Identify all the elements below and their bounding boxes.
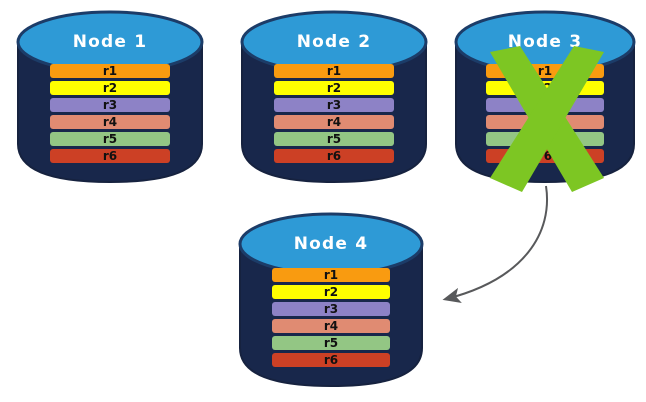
node-2-row-r6[interactable]: r6 xyxy=(274,149,394,163)
row-label: r4 xyxy=(326,115,342,129)
row-label: r4 xyxy=(323,319,339,333)
row-label: r6 xyxy=(323,353,339,367)
node-2-row-r3[interactable]: r3 xyxy=(274,98,394,112)
node-2-row-r5[interactable]: r5 xyxy=(274,132,394,146)
node-4[interactable]: Node 4 r1 r2 r3 r4 r5 r6 xyxy=(236,208,426,390)
row-label: r2 xyxy=(102,81,118,95)
row-label: r1 xyxy=(102,64,118,78)
node-1-row-r4[interactable]: r4 xyxy=(50,115,170,129)
node-4-row-r1[interactable]: r1 xyxy=(272,268,390,282)
row-label: r3 xyxy=(102,98,118,112)
node-2-row-r2[interactable]: r2 xyxy=(274,81,394,95)
node-2-row-r1[interactable]: r1 xyxy=(274,64,394,78)
node-4-row-r3[interactable]: r3 xyxy=(272,302,390,316)
row-label: r3 xyxy=(323,302,339,316)
node-4-row-r4[interactable]: r4 xyxy=(272,319,390,333)
node-1[interactable]: Node 1 r1 r2 r3 r4 r5 r6 xyxy=(14,6,206,186)
node-4-rows: r1 r2 r3 r4 r5 r6 xyxy=(236,268,426,367)
row-label: r1 xyxy=(326,64,342,78)
row-label: r2 xyxy=(326,81,342,95)
row-label: r3 xyxy=(326,98,342,112)
node-1-row-r1[interactable]: r1 xyxy=(50,64,170,78)
row-label: r5 xyxy=(102,132,118,146)
node-1-row-r3[interactable]: r3 xyxy=(50,98,170,112)
row-label: r5 xyxy=(323,336,339,350)
node-1-rows: r1 r2 r3 r4 r5 r6 xyxy=(14,64,206,163)
node-4-row-r6[interactable]: r6 xyxy=(272,353,390,367)
node-4-row-r5[interactable]: r5 xyxy=(272,336,390,350)
node-2-row-r4[interactable]: r4 xyxy=(274,115,394,129)
node-2-rows: r1 r2 r3 r4 r5 r6 xyxy=(238,64,430,163)
node-1-row-r2[interactable]: r2 xyxy=(50,81,170,95)
node-1-row-r6[interactable]: r6 xyxy=(50,149,170,163)
row-label: r1 xyxy=(323,268,339,282)
row-label: r2 xyxy=(323,285,339,299)
node-1-row-r5[interactable]: r5 xyxy=(50,132,170,146)
row-label: r5 xyxy=(326,132,342,146)
row-label: r6 xyxy=(326,149,342,163)
node-2[interactable]: Node 2 r1 r2 r3 r4 r5 r6 xyxy=(238,6,430,186)
row-label: r6 xyxy=(102,149,118,163)
failover-arrow-path xyxy=(442,185,548,304)
row-label: r4 xyxy=(102,115,118,129)
node-4-row-r2[interactable]: r2 xyxy=(272,285,390,299)
